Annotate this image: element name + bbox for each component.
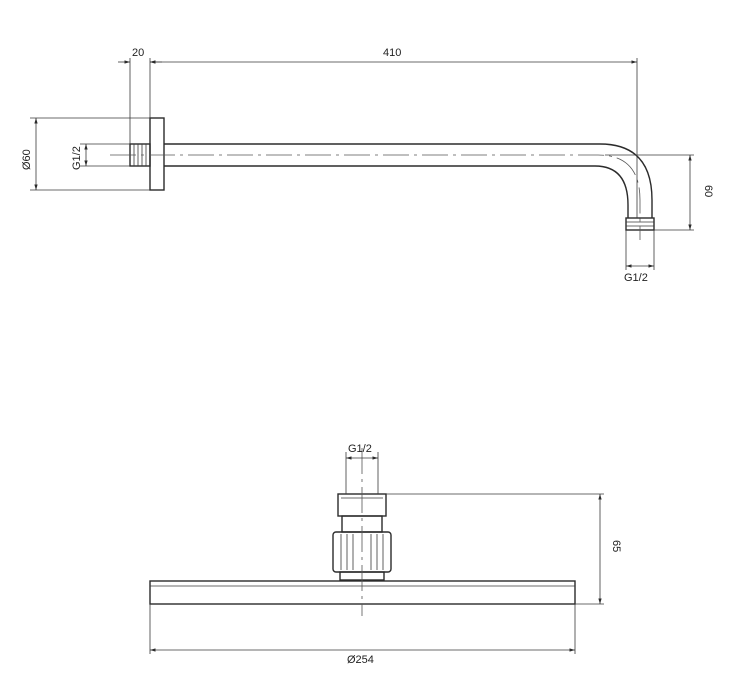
shower-arm-view: 20 410 Ø60 G1/2 60 G1/2 [21,47,714,284]
swivel-nut-knurling [340,534,384,570]
head-plate [149,580,576,605]
outlet-thread-lines [626,221,654,227]
dim-flange-thickness: 20 [132,47,144,59]
shower-head-view: G1/2 65 Ø254 [149,443,622,666]
dim-head-height: 65 [610,540,622,552]
arm-centerline [110,154,641,240]
dim-flange-diameter: Ø60 [21,149,33,170]
dim-outlet-thread: G1/2 [624,272,648,284]
dim-head-diameter: Ø254 [347,654,374,666]
wall-flange [149,117,165,191]
dim-arm-length: 410 [383,47,401,59]
dim-connector-thread: G1/2 [348,443,372,455]
dim-inlet-thread: G1/2 [71,146,83,170]
arm-tube-outline [164,143,653,218]
dim-drop-height: 60 [702,185,714,197]
